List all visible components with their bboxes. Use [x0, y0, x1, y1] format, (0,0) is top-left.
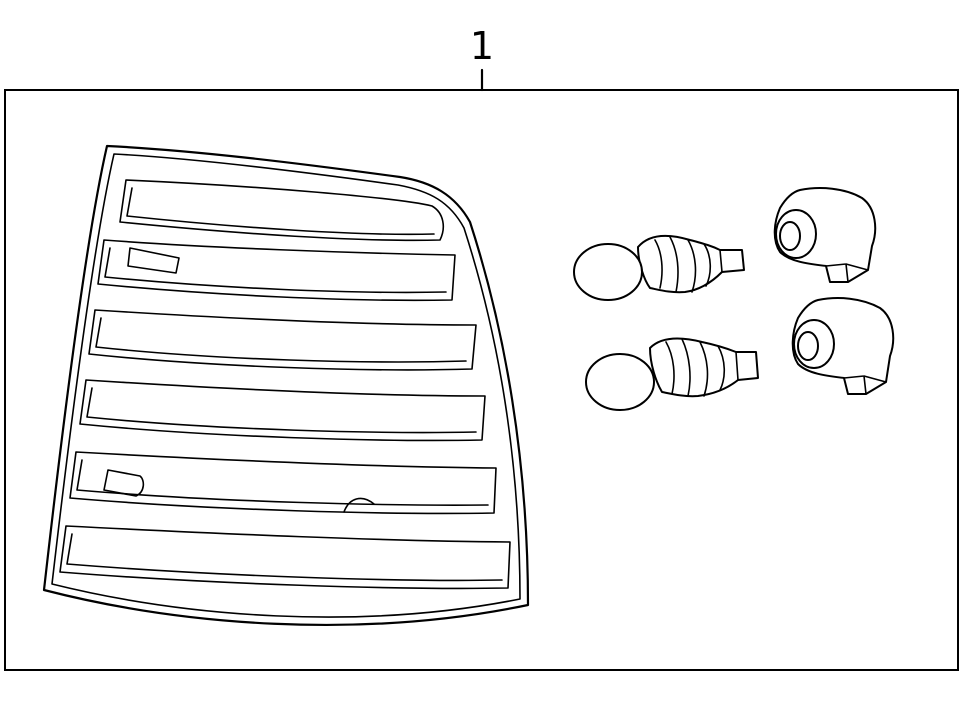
lamp-housing-inner-edge: [51, 153, 521, 618]
lens-slot-5-bump: [343, 497, 375, 513]
bulb-lower-glass: [585, 353, 655, 411]
socket-lower-ring-inner: [797, 331, 819, 361]
socket-lower-tab: [843, 375, 887, 395]
lens-slot-3-inner: [95, 317, 467, 363]
lamp-lens-slots: [59, 179, 511, 590]
lens-slot-2-reflector: [127, 247, 180, 274]
socket-upper-tab: [825, 263, 869, 283]
lens-slot-1: [119, 179, 445, 242]
lens-slot-5: [69, 451, 497, 515]
socket-upper: [773, 187, 877, 283]
lens-slot-5-reflector: [103, 469, 145, 497]
lens-slot-2: [97, 239, 456, 302]
lens-slot-3: [88, 309, 477, 371]
lens-slot-6: [59, 525, 511, 590]
lens-slot-2-inner: [104, 247, 447, 294]
callout-number: 1: [469, 24, 495, 68]
lens-slot-4-inner: [86, 387, 477, 434]
tail-lamp-assembly: [42, 144, 530, 627]
assembly-frame: [4, 89, 959, 671]
bulb-upper-ribs: [654, 236, 723, 293]
lens-slot-4: [79, 379, 486, 442]
lens-slot-6-inner: [66, 533, 503, 582]
bulb-upper-glass: [573, 243, 643, 301]
bulb-lower: [585, 337, 759, 411]
socket-lower: [791, 297, 895, 395]
socket-upper-ring-inner: [779, 221, 801, 251]
bulb-upper: [573, 234, 745, 301]
lens-slot-1-inner: [126, 187, 435, 236]
bulb-lower-ribs: [665, 338, 739, 397]
bulb-lower-base: [649, 337, 759, 398]
lamp-housing-outline: [42, 144, 530, 627]
